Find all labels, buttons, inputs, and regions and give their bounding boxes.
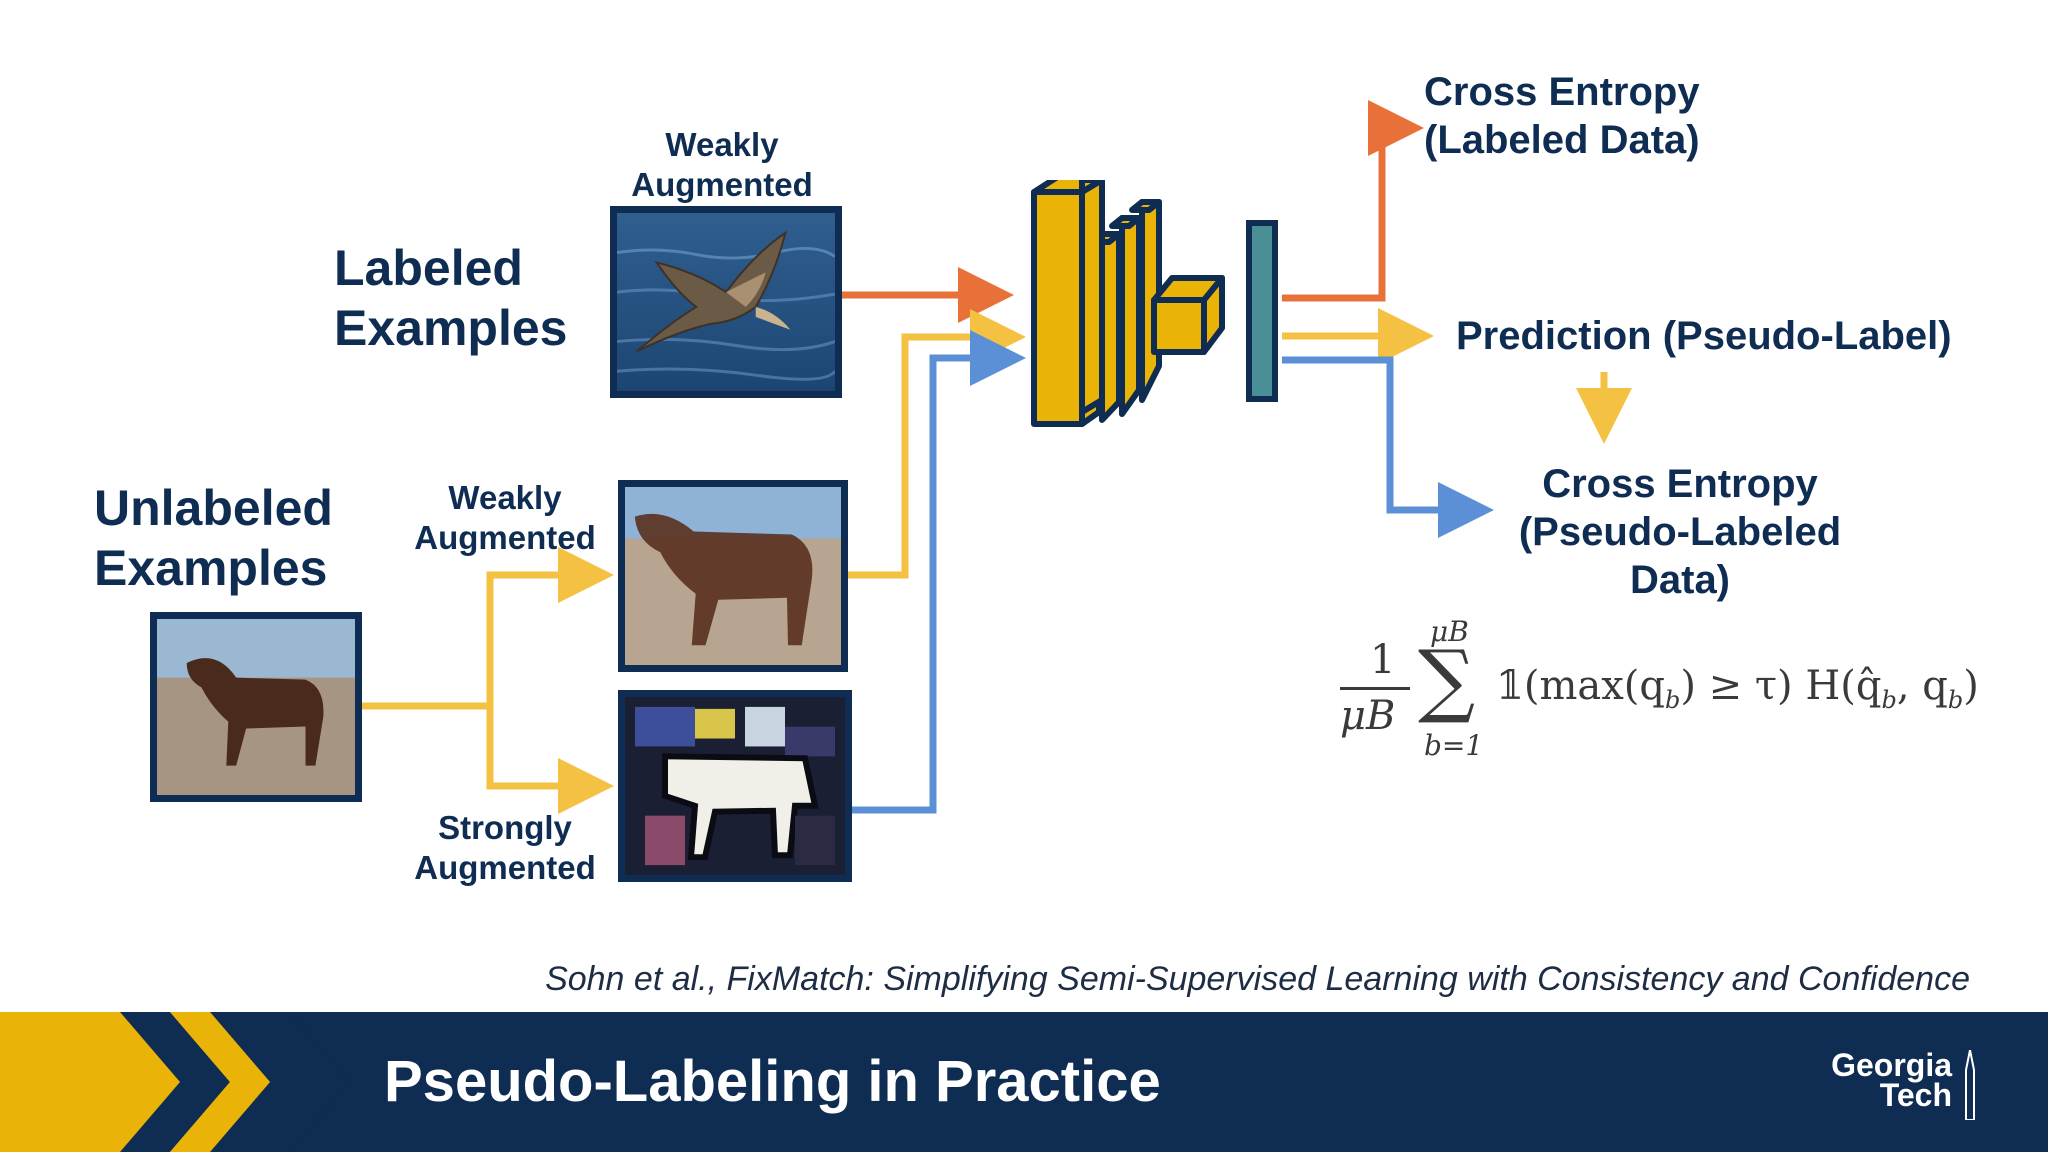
ce-pseudo-line1: Cross Entropy bbox=[1542, 462, 1818, 506]
unlabeled-split-arrow-strong bbox=[486, 706, 614, 814]
formula-denominator: μB bbox=[1340, 693, 1396, 739]
loss-formula: 1 μB μB ∑ b=1 𝟙(max(qb) ≥ τ) H(q̂b, qb) bbox=[1340, 615, 1980, 775]
formula-body-a: 𝟙(max(q bbox=[1496, 663, 1665, 709]
formula-fraction-bar bbox=[1340, 687, 1410, 690]
labeled-heading: Labeled Examples bbox=[334, 238, 567, 358]
formula-sum-upper: μB bbox=[1430, 615, 1469, 648]
to-ce-labeled-arrow bbox=[1282, 100, 1424, 302]
to-ce-pseudo-arrow bbox=[1282, 356, 1494, 538]
strong-horse-image bbox=[618, 690, 852, 882]
chevron-decoration-icon bbox=[0, 1012, 350, 1152]
logo-line2: Tech bbox=[1879, 1077, 1952, 1113]
labeled-weak-label: Weakly Augmented bbox=[612, 125, 832, 205]
georgia-tech-logo: Georgia Tech bbox=[1790, 1047, 1980, 1120]
ce-pseudo-line2: (Pseudo-Labeled bbox=[1518, 510, 1842, 554]
unlabeled-heading-line1: Unlabeled bbox=[94, 480, 333, 536]
unlabeled-heading-line2: Examples bbox=[94, 540, 328, 596]
formula-sub2: b bbox=[1881, 686, 1897, 714]
formula-sub1: b bbox=[1664, 686, 1681, 714]
ce-labeled-label: Cross Entropy (Labeled Data) bbox=[1424, 68, 1700, 164]
horse-image bbox=[150, 612, 362, 802]
prediction-label: Prediction (Pseudo-Label) bbox=[1456, 314, 1952, 358]
formula-sub3: b bbox=[1947, 686, 1964, 714]
unlabeled-split-arrow-weak bbox=[360, 547, 614, 710]
weak-horse-image bbox=[618, 480, 848, 672]
labeled-weak-label-line1: Weakly bbox=[665, 126, 779, 163]
logo-line1: Georgia bbox=[1831, 1047, 1952, 1083]
output-vector bbox=[1246, 220, 1278, 402]
ce-pseudo-line3: Data) bbox=[1629, 558, 1731, 602]
labeled-heading-line1: Labeled bbox=[334, 240, 523, 296]
unlabeled-weak-label-line1: Weakly bbox=[448, 479, 562, 516]
tower-icon bbox=[1965, 1050, 1975, 1120]
ce-labeled-line1: Cross Entropy bbox=[1424, 70, 1700, 114]
formula-numerator: 1 bbox=[1370, 637, 1396, 683]
formula-body-c: , q bbox=[1896, 663, 1948, 709]
formula-body: 𝟙(max(qb) ≥ τ) H(q̂b, qb) bbox=[1496, 663, 1979, 714]
strong-to-network-arrow bbox=[850, 330, 1026, 814]
unlabeled-weak-label: Weakly Augmented bbox=[400, 478, 610, 558]
formula-sum-symbol: ∑ bbox=[1418, 633, 1476, 726]
pelican-image bbox=[610, 206, 842, 398]
footer-title: Pseudo-Labeling in Practice bbox=[384, 1049, 1161, 1114]
formula-body-d: ) bbox=[1963, 663, 1979, 709]
unlabeled-heading: Unlabeled Examples bbox=[94, 478, 333, 598]
strong-label: Strongly Augmented bbox=[400, 808, 610, 888]
ce-pseudo-label: Cross Entropy (Pseudo-Labeled Data) bbox=[1490, 460, 1870, 604]
formula-body-b: ) ≥ τ) H(q̂ bbox=[1680, 663, 1882, 709]
labeled-heading-line2: Examples bbox=[334, 300, 568, 356]
strong-label-line2: Augmented bbox=[414, 849, 596, 886]
labeled-weak-label-line2: Augmented bbox=[631, 166, 813, 203]
unlabeled-weak-label-line2: Augmented bbox=[414, 519, 596, 556]
formula-sum-lower: b=1 bbox=[1424, 729, 1484, 762]
ce-labeled-line2: (Labeled Data) bbox=[1424, 118, 1700, 162]
weak-to-network-arrow bbox=[848, 309, 1026, 579]
citation: Sohn et al., FixMatch: Simplifying Semi-… bbox=[545, 960, 1970, 998]
cnn-network-icon bbox=[1031, 180, 1225, 427]
strong-label-line1: Strongly bbox=[438, 809, 572, 846]
